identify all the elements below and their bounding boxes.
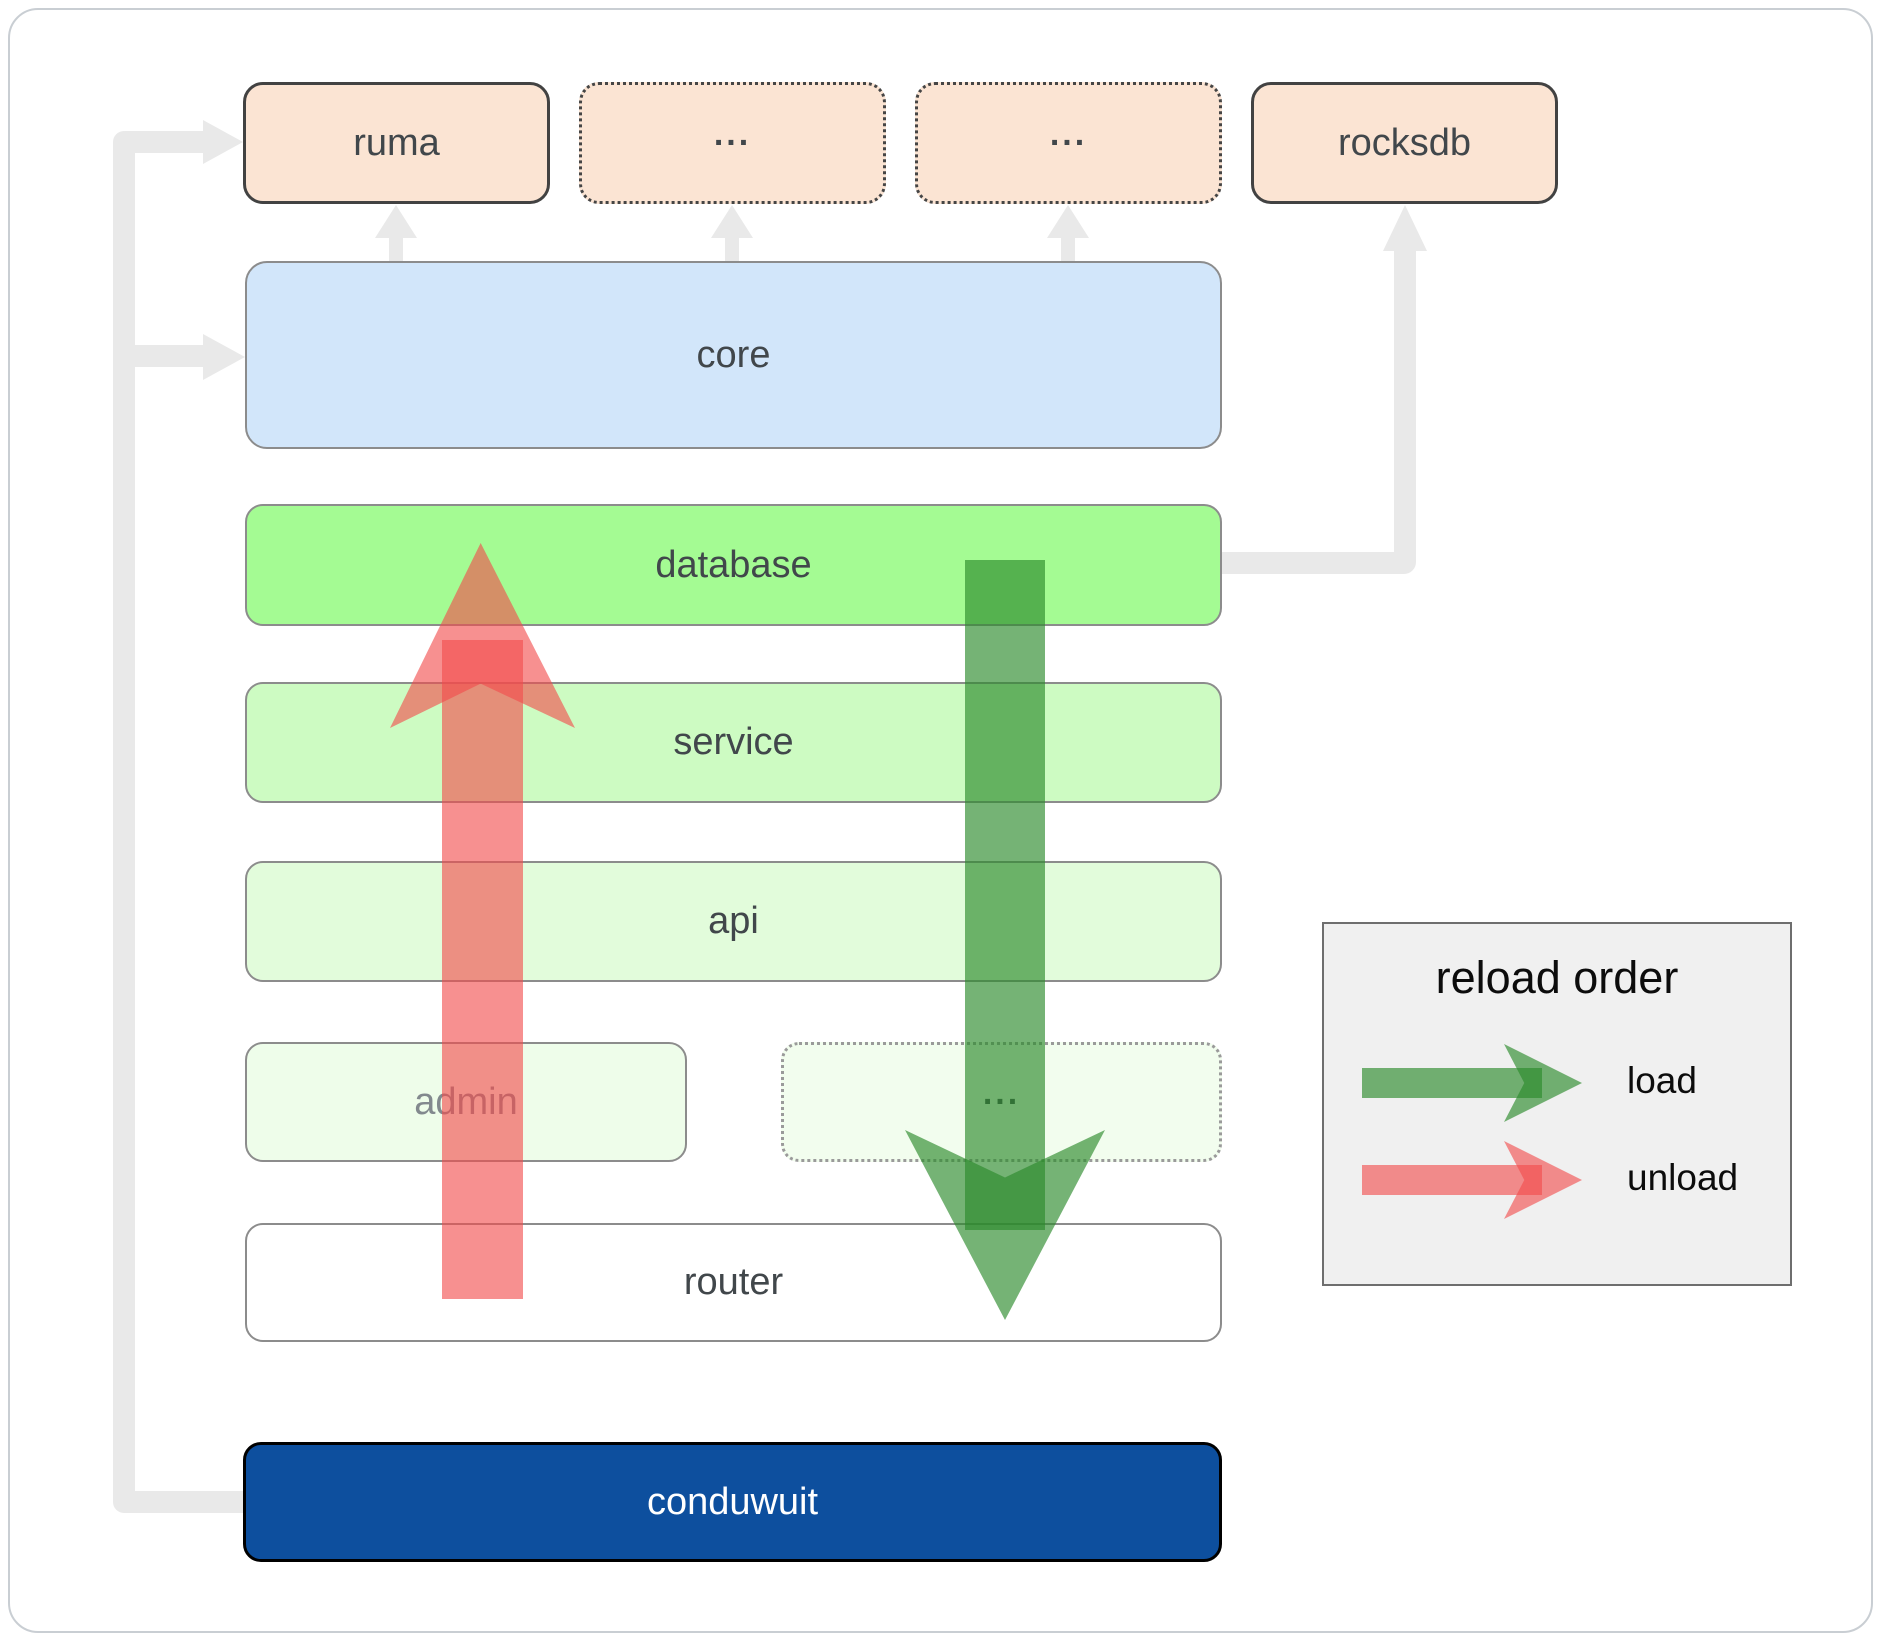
node-api: api [245, 861, 1222, 982]
connector-to-ruma-segment [125, 131, 205, 153]
legend-load-label: load [1627, 1060, 1697, 1101]
node-dependency-ellipsis-1-label: ... [713, 114, 752, 153]
node-api-label: api [708, 900, 759, 942]
diagram-frame [8, 8, 1873, 1633]
core-to-ruma-arrow-shaft [389, 236, 403, 264]
node-database-label: database [655, 543, 812, 586]
connector-database-rocksdb-horizontal [1222, 552, 1394, 574]
node-dependency-ellipsis-1: ... [579, 82, 886, 204]
node-database: database [245, 504, 1222, 626]
node-router: router [245, 1223, 1222, 1342]
node-service: service [245, 682, 1222, 803]
connector-database-rocksdb-vertical [1394, 250, 1416, 574]
node-conduwuit-label: conduwuit [646, 1480, 819, 1523]
legend-unload-arrow-shaft [1362, 1165, 1542, 1195]
legend-unload-label: unload [1627, 1157, 1739, 1198]
connector-to-core-segment [125, 345, 205, 367]
node-rocksdb: rocksdb [1251, 82, 1558, 204]
unload-arrow-shaft [442, 640, 523, 1299]
legend-title: reload order [1435, 952, 1679, 1003]
node-rocksdb-label: rocksdb [1337, 121, 1472, 164]
node-conduwuit: conduwuit [243, 1442, 1222, 1562]
node-service-label: service [673, 721, 794, 763]
node-dependency-ellipsis-2: ... [915, 82, 1222, 204]
core-to-dep3-arrow-shaft [1061, 236, 1075, 264]
load-arrow-shaft [965, 560, 1045, 1230]
legend-load-arrow-shaft [1362, 1068, 1542, 1098]
node-ruma: ruma [243, 82, 550, 204]
node-core-label: core [696, 333, 771, 376]
node-dependency-ellipsis-2-label: ... [1049, 114, 1088, 153]
node-core: core [245, 261, 1222, 449]
connector-from-conduwuit-segment [125, 1491, 245, 1513]
node-ruma-label: ruma [353, 121, 440, 164]
core-to-dep2-arrow-shaft [725, 236, 739, 264]
legend-box [1322, 922, 1792, 1286]
connector-conduwuit-trunk-line [113, 131, 135, 1513]
node-router-label: router [683, 1261, 784, 1303]
